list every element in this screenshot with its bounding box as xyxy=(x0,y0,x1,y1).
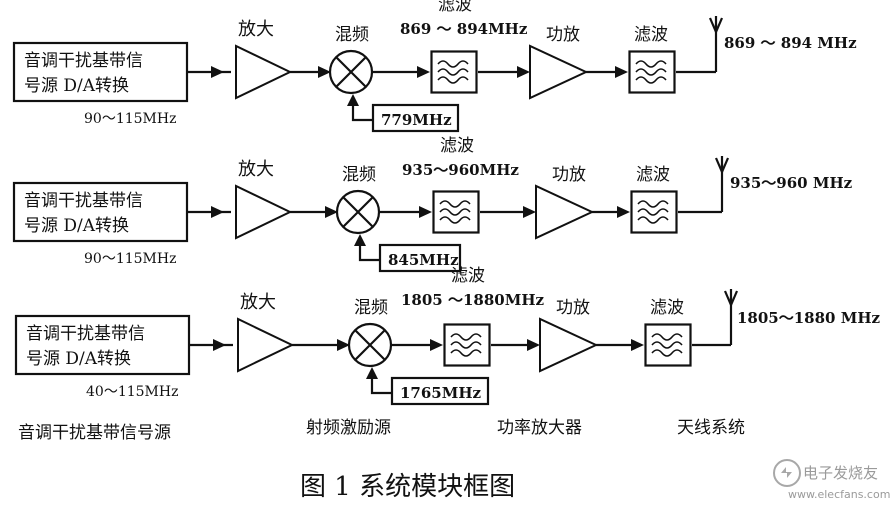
filter-label: 滤波 xyxy=(451,266,485,286)
source-label-line2: 号源 D/A转换 xyxy=(24,76,129,96)
filter-label: 滤波 xyxy=(634,25,668,45)
power-amplifier-triangle xyxy=(539,317,599,373)
power-amplifier-triangle xyxy=(535,184,595,240)
filter-label: 滤波 xyxy=(636,165,670,185)
lo-frequency: 845MHz xyxy=(388,251,459,269)
lo-frequency: 1765MHz xyxy=(400,384,482,402)
lo-connector xyxy=(358,246,380,262)
lo-frequency-box xyxy=(390,376,490,406)
filter-frequency: 935～960MHz xyxy=(402,161,519,179)
lo-connector xyxy=(351,106,373,122)
arrowhead xyxy=(318,66,331,78)
lo-connector xyxy=(370,379,392,395)
lo-frequency-box xyxy=(371,103,460,133)
arrowhead xyxy=(211,206,224,218)
arrowhead xyxy=(615,66,628,78)
source-label-line2: 号源 D/A转换 xyxy=(26,349,131,369)
source-frequency: 40～115MHz xyxy=(86,384,178,400)
power-amplifier-label: 功放 xyxy=(556,298,590,318)
mixer-cross xyxy=(335,56,367,88)
filter-label: 滤波 xyxy=(650,298,684,318)
arrowhead xyxy=(354,234,366,246)
watermark: 电子发烧友 www.elecfans.com xyxy=(773,459,890,501)
output-frequency: 869 ～ 894 MHz xyxy=(724,34,857,52)
signal-chain-row: 音调干扰基带信号源 D/A转换 90～115MHz 放大 混频 779MHz 滤波 869 … xyxy=(12,0,857,133)
arrowhead xyxy=(366,367,378,379)
antenna-icon xyxy=(723,289,739,345)
arrowhead xyxy=(430,339,443,351)
amplifier-triangle xyxy=(235,44,293,100)
source-label-line1: 音调干扰基带信 xyxy=(24,191,143,211)
bandpass-filter-icon xyxy=(443,323,491,367)
bandpass-filter-icon xyxy=(432,190,480,234)
amplifier-label: 放大 xyxy=(238,19,274,40)
arrowhead xyxy=(419,206,432,218)
section-label-rf: 射频激励源 xyxy=(306,418,391,438)
lo-frequency-box xyxy=(378,243,462,273)
arrowhead xyxy=(337,339,350,351)
filter-frequency: 1805 ～1880MHz xyxy=(401,291,544,309)
mixer-label: 混频 xyxy=(354,298,388,318)
arrowhead xyxy=(527,339,540,351)
antenna-icon xyxy=(708,16,724,72)
figure-caption: 图 1 系统模块框图 xyxy=(300,472,515,502)
filter-label: 滤波 xyxy=(440,136,474,156)
arrowhead xyxy=(631,339,644,351)
section-label-antenna: 天线系统 xyxy=(677,418,745,438)
amplifier-triangle xyxy=(237,317,295,373)
output-frequency: 935～960 MHz xyxy=(730,174,853,192)
mixer-cross xyxy=(342,196,374,228)
section-label-pa: 功率放大器 xyxy=(497,418,582,438)
section-label-source: 音调干扰基带信号源 xyxy=(18,423,171,443)
amplifier-triangle xyxy=(235,184,293,240)
signal-chain-row: 音调干扰基带信号源 D/A转换 40～115MHz 放大 混频 1765MHz 滤波 180… xyxy=(14,266,880,406)
power-amplifier-triangle xyxy=(529,44,589,100)
watermark-cn: 电子发烧友 xyxy=(803,464,878,482)
source-box xyxy=(12,41,189,103)
mixer-cross xyxy=(354,329,386,361)
output-frequency: 1805～1880 MHz xyxy=(737,309,880,327)
amplifier-label: 放大 xyxy=(238,159,274,180)
power-amplifier-label: 功放 xyxy=(546,25,580,45)
filter-label: 滤波 xyxy=(438,0,472,15)
arrowhead xyxy=(325,206,338,218)
arrowhead xyxy=(211,66,224,78)
mixer-label: 混频 xyxy=(342,165,376,185)
source-label-line1: 音调干扰基带信 xyxy=(26,324,145,344)
filter-frequency: 869 ～ 894MHz xyxy=(400,20,528,38)
arrowhead xyxy=(617,206,630,218)
antenna-icon xyxy=(714,156,730,212)
amplifier-label: 放大 xyxy=(240,292,276,313)
mixer-label: 混频 xyxy=(335,25,369,45)
arrowhead xyxy=(517,66,530,78)
source-box xyxy=(12,181,189,243)
bandpass-filter-icon xyxy=(644,323,692,367)
watermark-logo-icon xyxy=(773,459,801,487)
arrowhead xyxy=(213,339,226,351)
watermark-url: www.elecfans.com xyxy=(788,488,890,501)
signal-chain-row: 音调干扰基带信号源 D/A转换 90～115MHz 放大 混频 845MHz 滤波 935～… xyxy=(12,136,853,273)
source-label-line1: 音调干扰基带信 xyxy=(24,51,143,71)
arrowhead xyxy=(417,66,430,78)
source-frequency: 90～115MHz xyxy=(84,251,176,267)
bandpass-filter-icon xyxy=(628,50,676,94)
source-label-line2: 号源 D/A转换 xyxy=(24,216,129,236)
arrowhead xyxy=(347,94,359,106)
lo-frequency: 779MHz xyxy=(381,111,452,129)
bandpass-filter-icon xyxy=(630,190,678,234)
bandpass-filter-icon xyxy=(430,50,478,94)
power-amplifier-label: 功放 xyxy=(552,165,586,185)
source-frequency: 90～115MHz xyxy=(84,111,176,127)
arrowhead xyxy=(523,206,536,218)
